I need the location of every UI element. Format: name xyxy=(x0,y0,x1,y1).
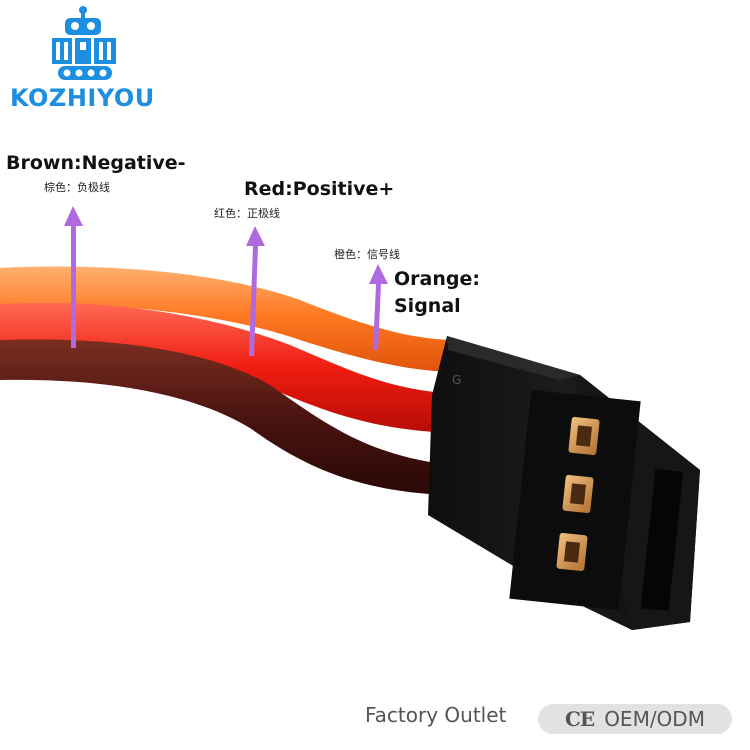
factory-outlet-text: Factory Outlet xyxy=(365,703,507,727)
orange-wire-label-cn: 橙色：信号线 xyxy=(334,248,400,261)
certification-badge: CE OEM/ODM xyxy=(538,704,732,734)
brown-wire-label-cn: 棕色：负极线 xyxy=(44,181,110,194)
red-wire-label: Red:Positive+ xyxy=(244,178,395,200)
svg-text:G: G xyxy=(452,373,461,387)
wire-bundle xyxy=(0,266,450,494)
logo-robot-icon xyxy=(52,6,116,80)
orange-pointer-arrow xyxy=(369,264,388,350)
pointer-arrows xyxy=(64,206,388,356)
ce-mark: CE xyxy=(565,707,595,731)
servo-connector: G xyxy=(428,336,700,630)
orange-wire-label: Orange: xyxy=(394,268,480,290)
brown-pointer-arrow xyxy=(64,206,83,348)
oem-odm-label: OEM/ODM xyxy=(604,707,705,731)
brand-name: KOZHIYOU xyxy=(10,84,155,112)
red-pointer-arrow xyxy=(246,226,265,356)
red-wire-label-cn: 红色：正极线 xyxy=(214,207,280,220)
brown-wire-label: Brown:Negative- xyxy=(6,152,186,174)
orange-wire xyxy=(0,266,450,372)
brown-wire xyxy=(0,339,430,494)
orange-wire-label-line2: Signal xyxy=(394,295,461,317)
